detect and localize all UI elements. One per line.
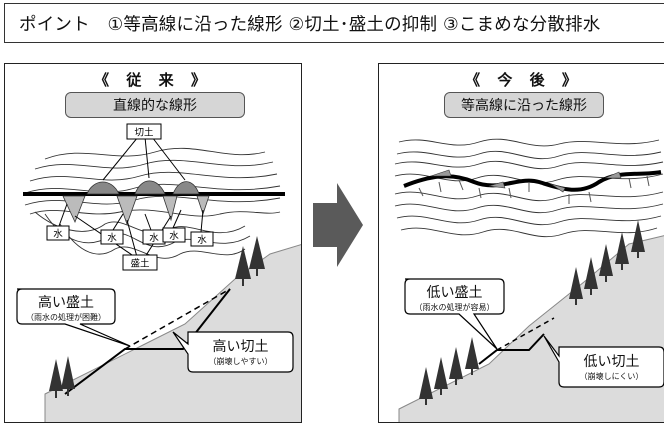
- svg-text:水: 水: [197, 234, 207, 246]
- low-fill-main: 低い盛土: [426, 285, 483, 301]
- hillside: [44, 244, 301, 422]
- future-panel: 《 今 後 》 等高線に沿った線形: [378, 63, 664, 423]
- road-profile: [64, 288, 231, 395]
- trees: [49, 236, 265, 398]
- future-illustration: [394, 138, 664, 422]
- high-cut-callout: [172, 331, 294, 373]
- high-fill-callout-text: 高い盛土 （雨水の処理が困難）: [17, 292, 115, 323]
- cut-tag-box: [126, 123, 162, 140]
- high-fill-callout: [16, 288, 131, 347]
- straight-alignment-label: 直線的な線形: [65, 92, 245, 118]
- road-profile: [478, 333, 545, 365]
- low-fill-sub: （雨水の処理が容易）: [414, 303, 495, 312]
- high-fill-main: 高い盛土: [38, 295, 94, 311]
- high-fill-sub: （雨水の処理が困難）: [26, 313, 106, 322]
- drain-arrows: [418, 175, 650, 204]
- points-header: ポイント ①等高線に沿った線形 ②切土･盛土の抑制 ③こまめな分散排水: [4, 3, 664, 43]
- svg-text:水: 水: [149, 232, 159, 244]
- fill-tag-box: [122, 254, 158, 271]
- low-cut-callout: [543, 335, 664, 388]
- svg-text:水: 水: [107, 232, 117, 244]
- cut-pointers: [102, 136, 186, 181]
- low-fill-callout: [404, 278, 505, 350]
- cut-tag-text: 切土: [134, 127, 154, 139]
- conventional-panel: 《 従 来 》 直線的な線形: [4, 63, 302, 423]
- low-cut-main: 低い切土: [583, 354, 640, 370]
- small-cut-blocks: [430, 169, 622, 193]
- high-cut-main: 高い切土: [212, 339, 269, 355]
- conventional-illustration: 切土 盛土 水 水 水 水 水: [16, 123, 301, 422]
- low-cut-callout-text: 低い切土 （崩壊しにくい）: [559, 351, 664, 382]
- ground-line: [496, 317, 555, 351]
- ground-line: [124, 288, 231, 350]
- cut-mounds: [86, 180, 200, 195]
- contour-alignment-label: 等高線に沿った線形: [444, 92, 604, 118]
- low-cut-sub: （崩壊しにくい）: [579, 372, 644, 381]
- svg-text:水: 水: [169, 230, 179, 242]
- high-cut-callout-text: 高い切土 （崩壊しやすい）: [188, 336, 293, 367]
- points-text: ポイント ①等高線に沿った線形 ②切土･盛土の抑制 ③こまめな分散排水: [19, 15, 601, 35]
- water-pointers: [58, 203, 204, 233]
- fill-tag-text: 盛土: [130, 258, 150, 270]
- future-title: 《 今 後 》: [465, 71, 583, 89]
- fill-slopes: [62, 195, 210, 226]
- trees: [419, 220, 645, 405]
- water-tags: 水 水 水 水 水: [46, 225, 214, 247]
- transition-arrow-icon: [313, 183, 363, 267]
- low-fill-callout-text: 低い盛土 （雨水の処理が容易）: [405, 282, 504, 313]
- svg-text:水: 水: [53, 228, 63, 240]
- high-cut-sub: （崩壊しやすい）: [208, 357, 273, 366]
- conventional-title: 《 従 来 》: [94, 71, 212, 89]
